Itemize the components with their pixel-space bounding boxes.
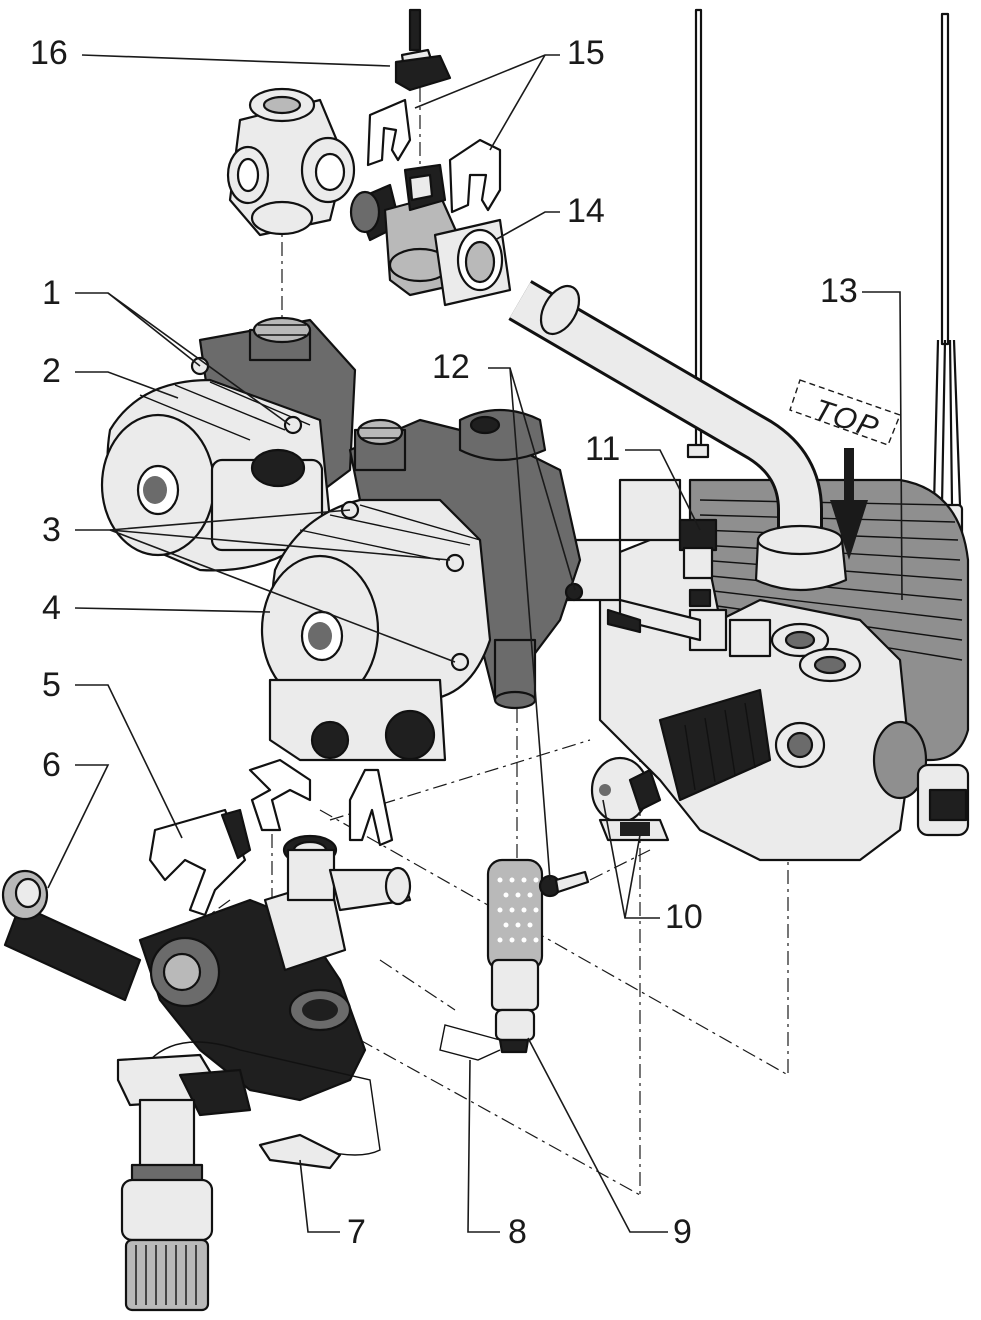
clip-upper-left [248, 758, 312, 832]
label-5: 5 [42, 666, 61, 704]
clip-upper-right [348, 768, 394, 847]
clip-5 [148, 808, 252, 917]
label-12: 12 [432, 348, 470, 386]
label-3: 3 [42, 511, 61, 549]
hydraulic-block [558, 478, 970, 862]
leader-lines [47, 54, 903, 1233]
label-2: 2 [42, 352, 61, 390]
valve-14 [349, 163, 512, 307]
label-9: 9 [673, 1213, 692, 1251]
label-10: 10 [665, 898, 703, 936]
lower-manifold [138, 834, 412, 1156]
label-8: 8 [508, 1213, 527, 1251]
label-14: 14 [567, 192, 605, 230]
label-1: 1 [42, 274, 61, 312]
expansion-cylinder [1, 869, 142, 1002]
label-6: 6 [42, 746, 61, 784]
label-16: 16 [30, 34, 68, 72]
clip-15-left [366, 98, 412, 167]
label-7: 7 [347, 1213, 366, 1251]
probe-cable-left [686, 8, 710, 459]
label-15: 15 [567, 34, 605, 72]
top-marker-text: TOP [810, 393, 884, 445]
screw-12 [538, 870, 590, 898]
return-pipe [508, 280, 848, 592]
clip-15-right [448, 138, 502, 214]
pump-rear [100, 316, 357, 572]
air-vent-cap [394, 8, 452, 92]
pressure-sensor [606, 518, 718, 642]
filter-cartridge [439, 858, 544, 1061]
callout-labels: 16 15 14 1 13 12 2 11 3 4 5 6 10 7 8 9 [30, 34, 858, 1251]
cross-fitting [226, 87, 356, 237]
label-11: 11 [585, 430, 620, 468]
probe-cable-right [926, 12, 964, 561]
label-13: 13 [820, 272, 858, 310]
fill-valve [116, 1053, 342, 1312]
label-4: 4 [42, 589, 61, 627]
pump-front [260, 498, 492, 762]
